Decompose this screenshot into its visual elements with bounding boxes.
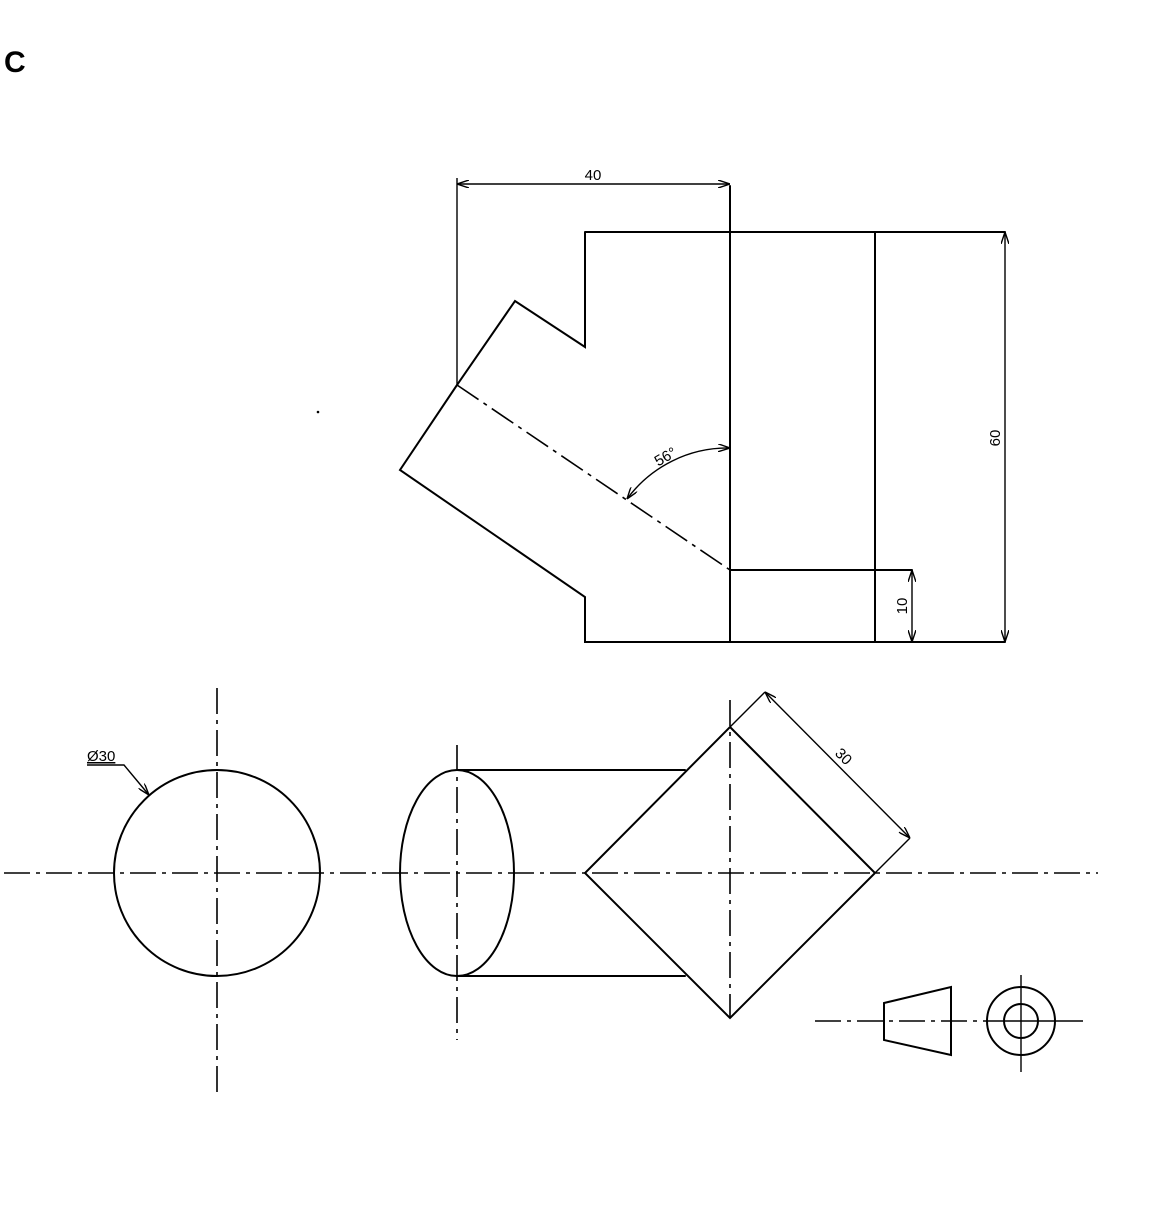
projection-trapezoid [883, 985, 952, 1057]
inclined-axis [456, 384, 731, 571]
dimension-angle-text: 56° [652, 444, 680, 470]
stray-dot [316, 410, 320, 414]
dimension-diameter-text: Ø30 [87, 748, 115, 765]
front-view-outline [398, 231, 1006, 643]
dimension-square-text: 30 [831, 745, 855, 769]
dimension-diameter: Ø30 [87, 748, 149, 795]
dimension-width-text: 40 [585, 167, 602, 184]
circle-view [113, 688, 321, 1098]
dimension-height-text: 60 [987, 430, 1004, 447]
prism-view [399, 700, 877, 1040]
front-view [398, 178, 1006, 643]
dimension-height-60: 60 [987, 232, 1005, 642]
dimension-base-10: 10 [894, 570, 912, 642]
sheet-label: C [4, 46, 26, 79]
dimension-width-40: 40 [457, 167, 730, 184]
dimension-angle: 56° [627, 444, 730, 499]
projection-symbol [815, 975, 1083, 1072]
dimension-square-30: 30 [729, 692, 910, 874]
dimension-base-text: 10 [894, 598, 911, 615]
